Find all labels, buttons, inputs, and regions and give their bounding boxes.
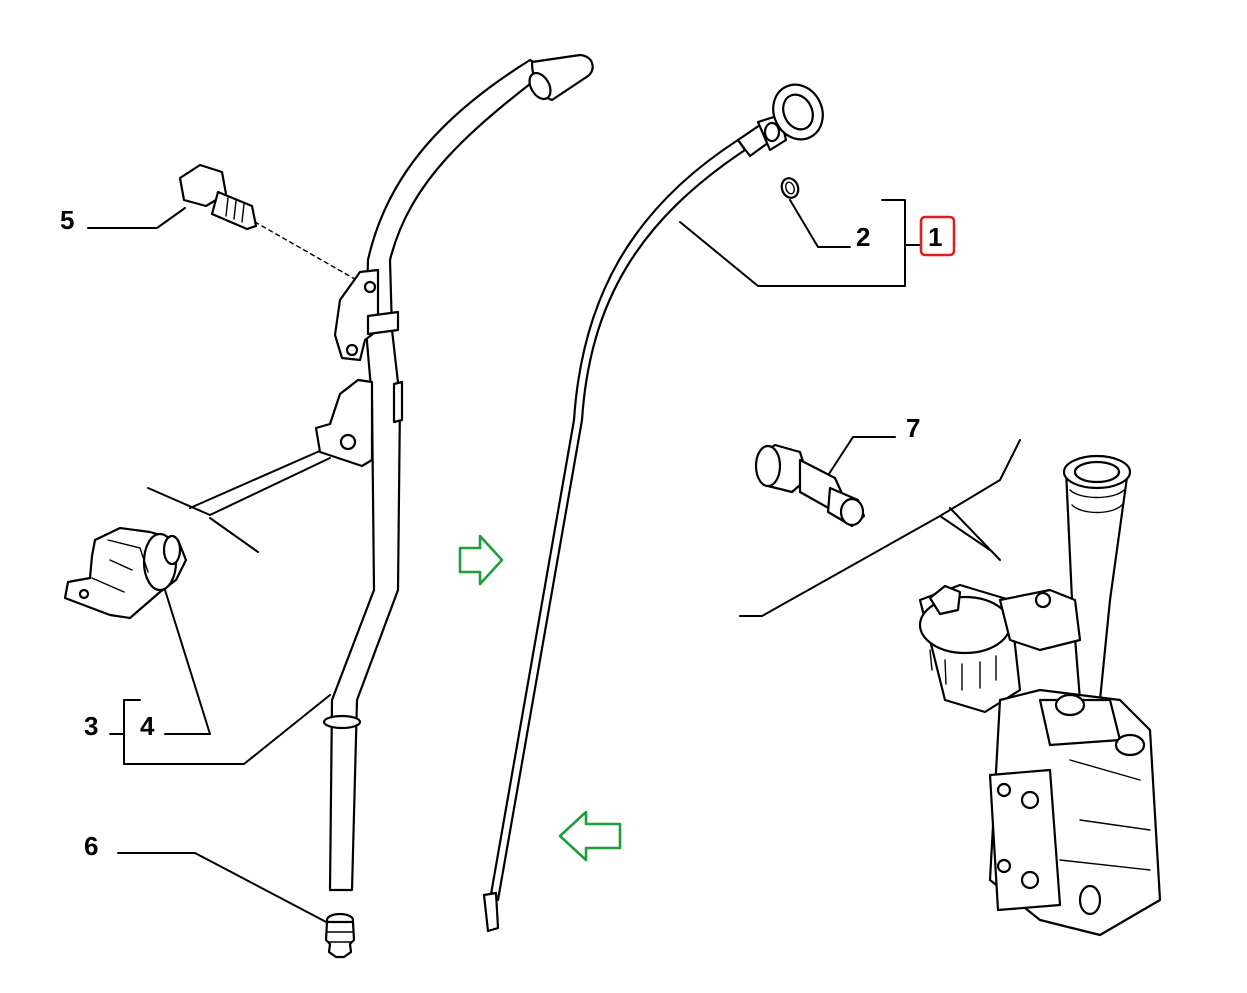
highlight-box	[919, 215, 956, 257]
sensor-part-7	[754, 443, 866, 528]
arrow-right-icon[interactable]	[458, 534, 504, 586]
guide-tube-part-3	[314, 53, 594, 892]
callout-2[interactable]: 2	[856, 222, 870, 252]
leader-lines	[87, 199, 1021, 925]
callout-1[interactable]: 1	[928, 222, 942, 252]
o-ring-part-2	[780, 177, 800, 199]
dipstick-part-1	[482, 83, 824, 933]
callout-5[interactable]: 5	[60, 205, 74, 235]
arrow-left-icon[interactable]	[558, 810, 622, 862]
clip-part-4	[63, 526, 188, 620]
grommet-part-6	[324, 912, 356, 959]
callout-4[interactable]: 4	[140, 711, 155, 741]
bolt-part-5	[178, 163, 258, 231]
oil-filter-housing-assembly	[918, 454, 1162, 937]
callout-3[interactable]: 3	[84, 711, 98, 741]
callout-6[interactable]: 6	[84, 831, 98, 861]
callout-7[interactable]: 7	[906, 413, 920, 443]
